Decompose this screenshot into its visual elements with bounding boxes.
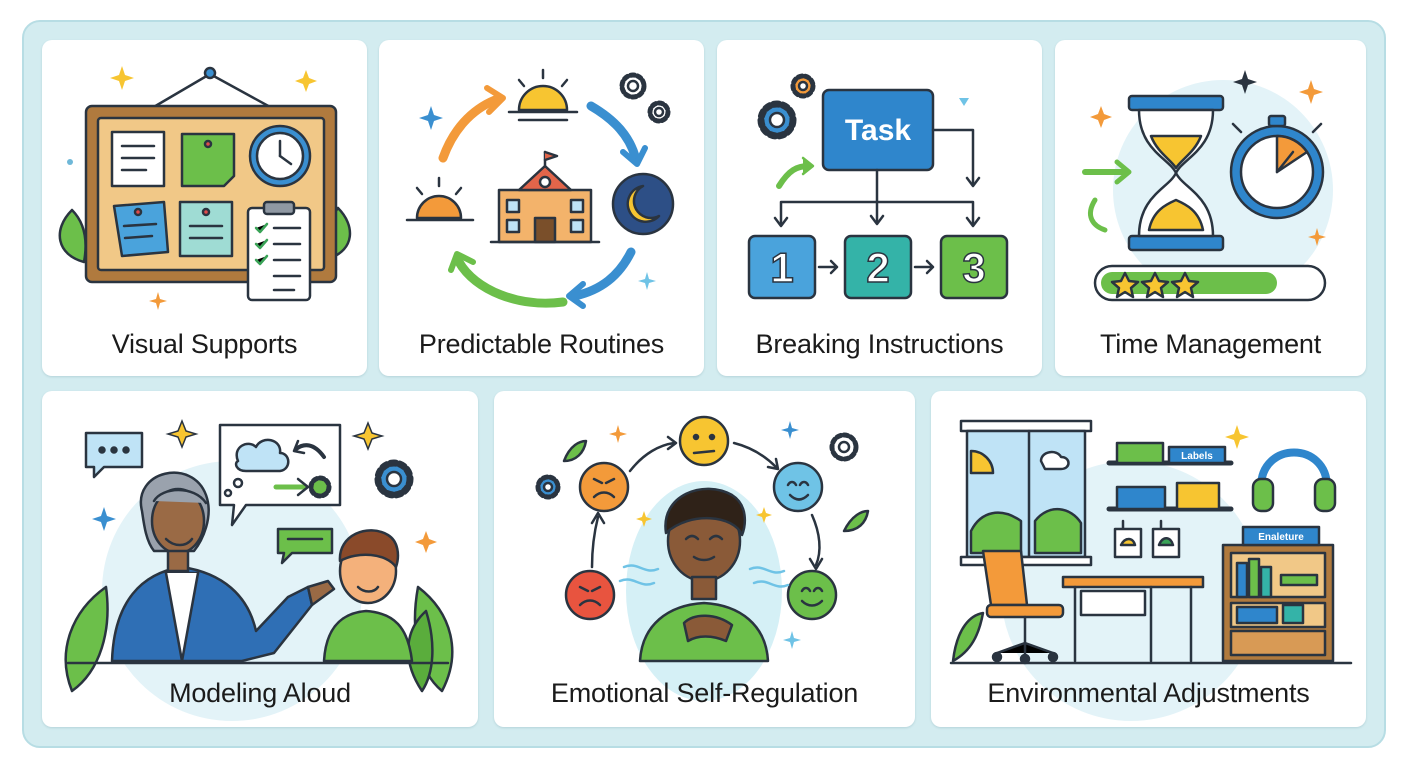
teacher-modeling-illustration <box>64 418 454 721</box>
card-label: Modeling Aloud <box>169 678 351 708</box>
card-breaking-instructions: Task 1 2 3 Breaking Instructions <box>717 40 1042 376</box>
task-steps-illustration: Task 1 2 3 <box>747 73 1009 300</box>
card-label: Predictable Routines <box>418 329 665 359</box>
card-label: Visual Supports <box>111 329 298 359</box>
hourglass-timer-illustration <box>1082 70 1333 302</box>
card-label: Time Management <box>1099 329 1322 359</box>
step-1-number: 1 <box>770 244 793 291</box>
step-3-number: 3 <box>962 244 985 291</box>
card-emotional-self-regulation: Emotional Self-Regulation <box>494 391 915 727</box>
card-time-management: Time Management <box>1055 40 1366 376</box>
emotion-cycle-illustration <box>535 415 870 701</box>
classroom-setup-illustration: Labels Enaleture <box>949 419 1353 721</box>
step-2-number: 2 <box>866 244 889 291</box>
card-label: Breaking Instructions <box>755 329 1004 359</box>
bulletin-board-illustration <box>58 66 352 310</box>
shelf-label: Labels <box>1181 451 1213 462</box>
task-label: Task <box>845 114 911 147</box>
card-visual-supports: Visual Supports <box>42 40 367 376</box>
card-label: Environmental Adjustments <box>987 678 1310 708</box>
card-label: Emotional Self-Regulation <box>550 678 859 708</box>
book-label: Enaleture <box>1258 532 1304 543</box>
card-environmental-adjustments: Labels Enaleture Environmental Adjustmen… <box>931 391 1366 727</box>
card-predictable-routines: Predictable Routines <box>379 40 704 376</box>
daily-cycle-illustration <box>405 68 675 309</box>
card-modeling-aloud: Modeling Aloud <box>42 391 478 727</box>
